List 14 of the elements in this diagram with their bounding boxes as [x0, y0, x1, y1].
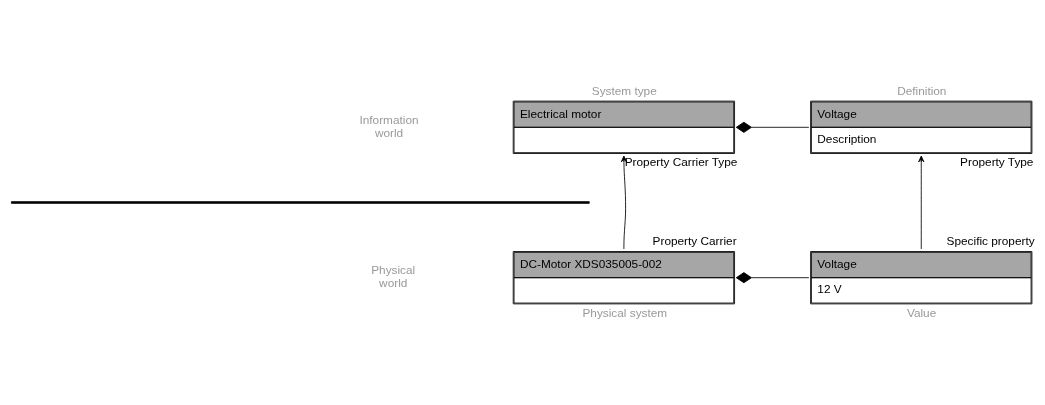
node-label: Value	[906, 305, 937, 320]
connector	[735, 121, 810, 133]
arrow	[620, 155, 627, 250]
node-label: Definition	[897, 83, 947, 98]
node-label: Property Type	[960, 155, 1034, 170]
node-label: Property Carrier Type	[624, 155, 738, 170]
arrow	[918, 155, 925, 250]
node-label: Physical system	[582, 305, 668, 320]
connector	[735, 272, 810, 284]
node-label: System type	[591, 83, 657, 98]
label: Information world	[359, 113, 419, 140]
node-label: Specific property	[946, 233, 1035, 248]
node-label: Property Carrier	[652, 233, 737, 248]
label: Physical world	[371, 263, 416, 291]
